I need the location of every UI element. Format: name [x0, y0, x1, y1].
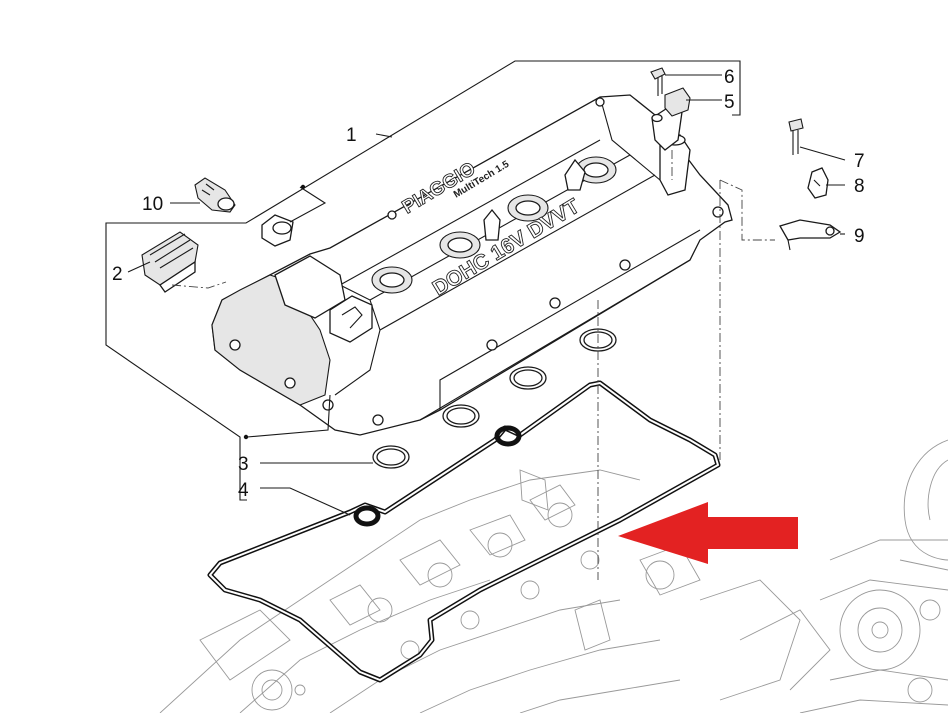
callout-2: 2 [112, 264, 123, 285]
cable-clip [807, 167, 829, 199]
callout-3: 3 [238, 454, 249, 475]
callout-10: 10 [142, 194, 163, 215]
callout-8: 8 [854, 176, 865, 197]
grommet-dot [300, 184, 306, 190]
sensor-bolt [650, 67, 666, 96]
grommet [261, 214, 294, 247]
oil-filler-cap [141, 231, 227, 293]
highlight-arrow [618, 502, 798, 564]
callout-bracket-lines [105, 60, 741, 501]
mounting-bolt [788, 118, 804, 155]
dash-guide-right [719, 179, 775, 241]
callout-6: 6 [724, 67, 735, 88]
leader-lines [127, 74, 846, 516]
bracket-plate [779, 219, 842, 251]
callout-1: 1 [346, 125, 357, 146]
engine-block-background [159, 439, 948, 713]
callout-7: 7 [854, 151, 865, 172]
callout-4: 4 [238, 480, 249, 501]
brand-logo-badge [329, 295, 373, 343]
valve-cover-gasket [207, 380, 721, 683]
camshaft-sensor [651, 87, 691, 180]
callout-5: 5 [724, 92, 735, 113]
grommet-leader [289, 186, 327, 223]
bracket-dot [243, 434, 249, 440]
pressure-sensor [194, 177, 236, 213]
valve-cover: PIAGGIO MultiTech 1.5 DOHC 16V DVVT [211, 94, 733, 436]
callout-9: 9 [854, 226, 865, 247]
